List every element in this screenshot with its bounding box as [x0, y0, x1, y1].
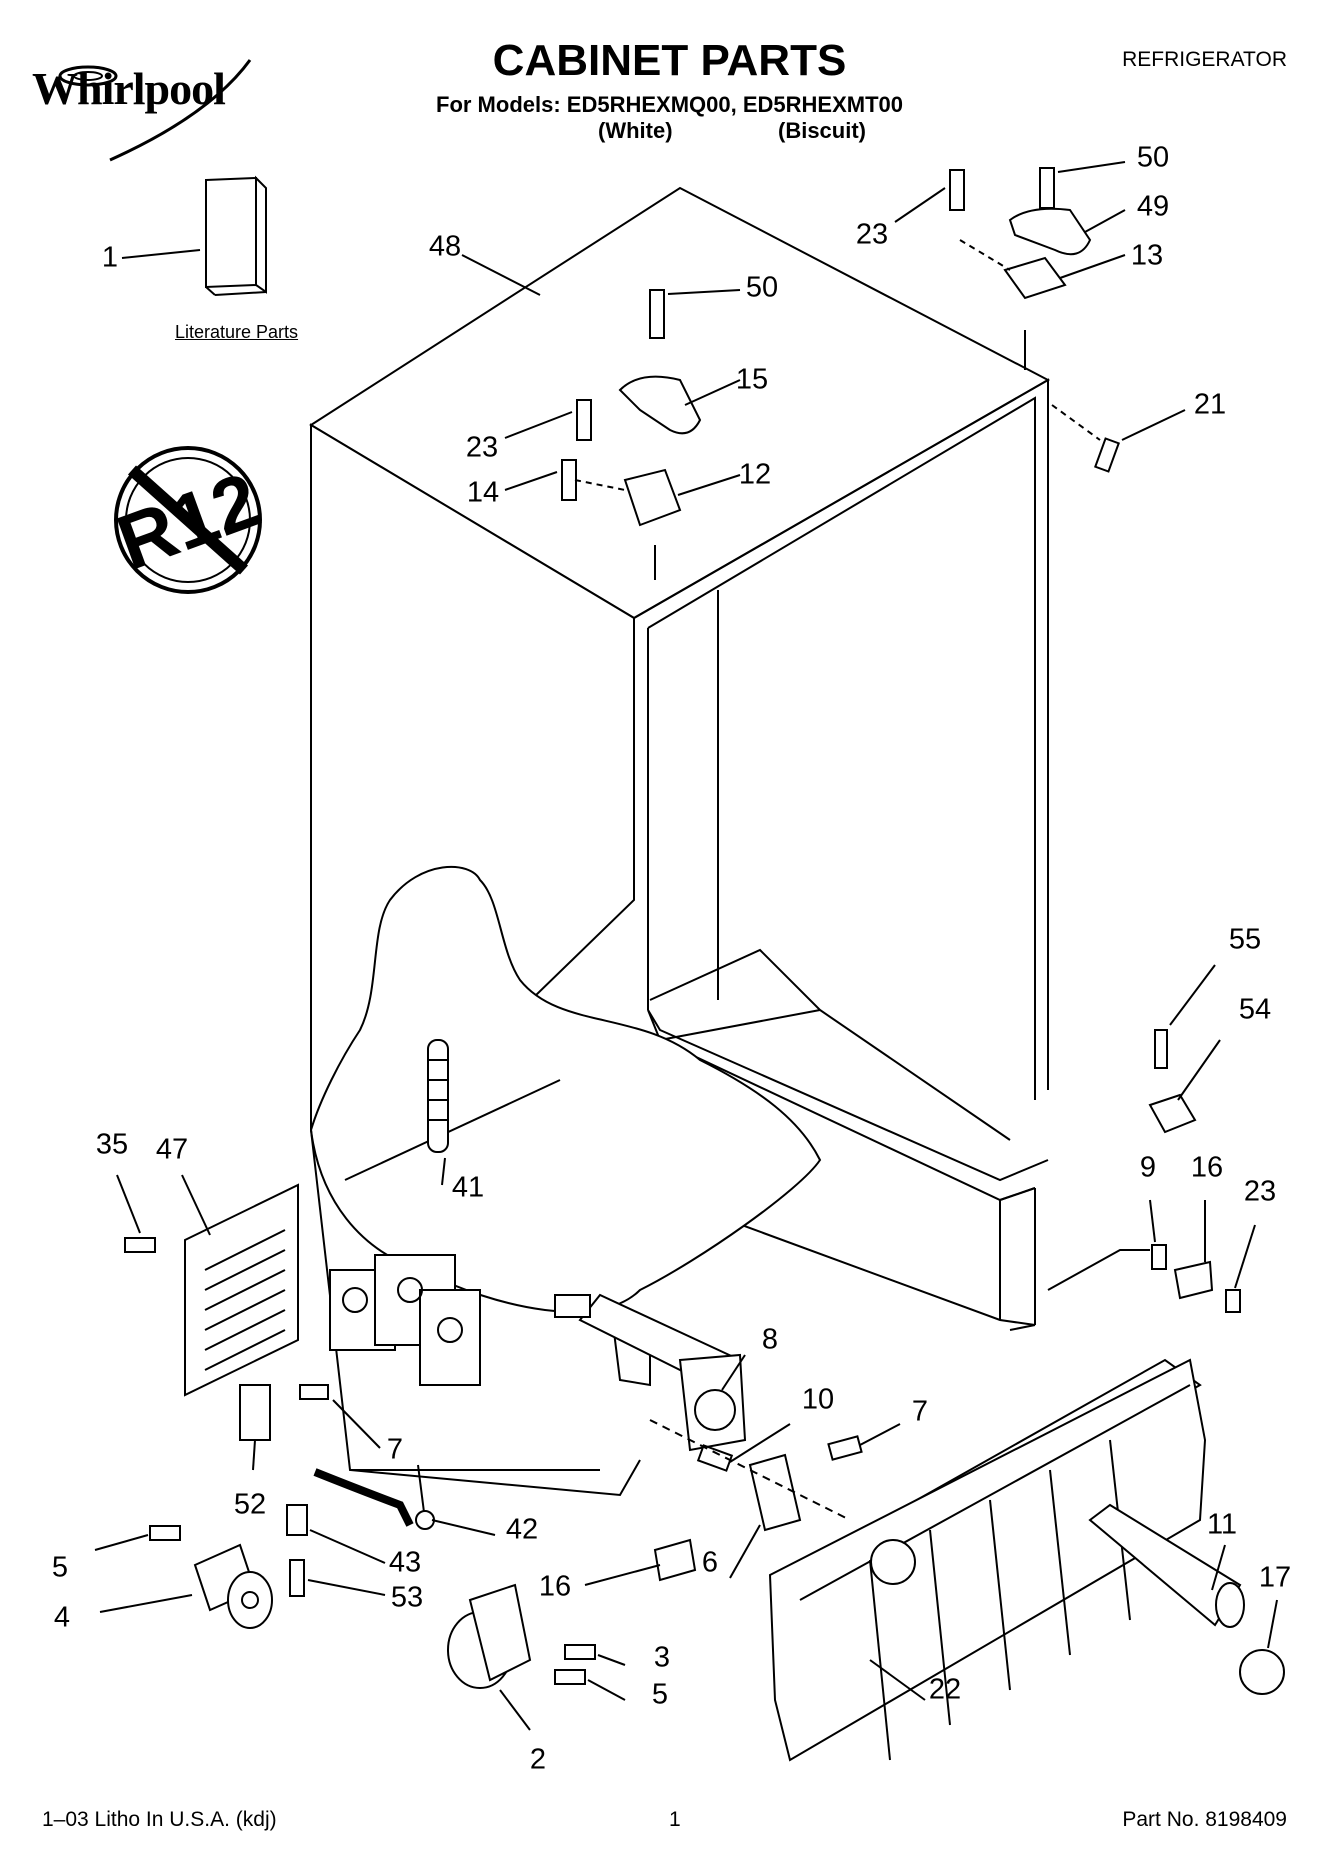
callout-7: 7: [911, 1395, 929, 1428]
callout-1: 1: [101, 241, 119, 274]
footer-litho: 1–03 Litho In U.S.A. (kdj): [42, 1808, 277, 1831]
finish-biscuit: (Biscuit): [778, 118, 866, 143]
callout-52: 52: [233, 1488, 267, 1521]
callout-8: 8: [761, 1323, 779, 1356]
callout-10: 10: [801, 1383, 835, 1416]
no-r12-icon: R12: [106, 446, 271, 594]
footer-page-number: 1: [669, 1808, 681, 1831]
callout-15: 15: [735, 363, 769, 396]
lower-left-parts-icon: [149, 1384, 435, 1629]
callout-11: 11: [1206, 1508, 1238, 1541]
callout-7: 7: [386, 1433, 404, 1466]
callout-6: 6: [701, 1546, 719, 1579]
callout-53: 53: [390, 1581, 424, 1614]
callout-49: 49: [1136, 190, 1170, 223]
top-hinge-parts-icon: [561, 167, 1120, 580]
callout-16: 16: [1190, 1151, 1224, 1184]
door-stop-bracket-icon: [649, 1419, 863, 1582]
callout-14: 14: [466, 476, 500, 509]
rear-access-panel-icon: [124, 1183, 299, 1397]
callout-13: 13: [1130, 239, 1164, 272]
callout-4: 4: [53, 1601, 71, 1634]
finish-white: (White): [598, 118, 673, 143]
callout-21: 21: [1193, 388, 1227, 421]
drain-tube-icon: [427, 1039, 449, 1153]
literature-booklet-icon: [205, 175, 267, 296]
base-grille-icon: [768, 1358, 1207, 1762]
callout-55: 55: [1228, 923, 1262, 956]
callout-22: 22: [928, 1673, 962, 1706]
callout-3: 3: [653, 1641, 671, 1674]
callout-23: 23: [855, 218, 889, 251]
water-valve-icon: [329, 1254, 481, 1386]
callout-50: 50: [1136, 141, 1170, 174]
callout-35: 35: [95, 1128, 129, 1161]
category-label: REFRIGERATOR: [1122, 48, 1287, 71]
callout-9: 9: [1139, 1151, 1157, 1184]
bottom-roller-bracket-icon: [447, 1583, 596, 1689]
callout-16: 16: [538, 1570, 572, 1603]
page-title: CABINET PARTS: [492, 36, 847, 85]
callout-42: 42: [505, 1513, 539, 1546]
callout-23: 23: [465, 431, 499, 464]
callout-23: 23: [1243, 1175, 1277, 1208]
callout-48: 48: [428, 230, 462, 263]
callout-12: 12: [738, 458, 772, 491]
callout-54: 54: [1238, 993, 1272, 1026]
callout-41: 41: [451, 1171, 485, 1204]
callout-43: 43: [388, 1546, 422, 1579]
callout-5: 5: [651, 1678, 669, 1711]
literature-parts-label: Literature Parts: [175, 322, 299, 342]
callout-2: 2: [529, 1743, 547, 1776]
footer-part-number: Part No. 8198409: [1122, 1808, 1287, 1831]
water-filter-icon: [1088, 1503, 1285, 1695]
callout-47: 47: [155, 1133, 189, 1166]
callout-17: 17: [1258, 1561, 1292, 1594]
models-line: For Models: ED5RHEXMQ00, ED5RHEXMT00: [436, 92, 903, 117]
callout-50: 50: [745, 271, 779, 304]
leader-lines: [94, 161, 1278, 1731]
callout-5: 5: [51, 1551, 69, 1584]
side-hinge-parts-icon: [1148, 1029, 1241, 1313]
